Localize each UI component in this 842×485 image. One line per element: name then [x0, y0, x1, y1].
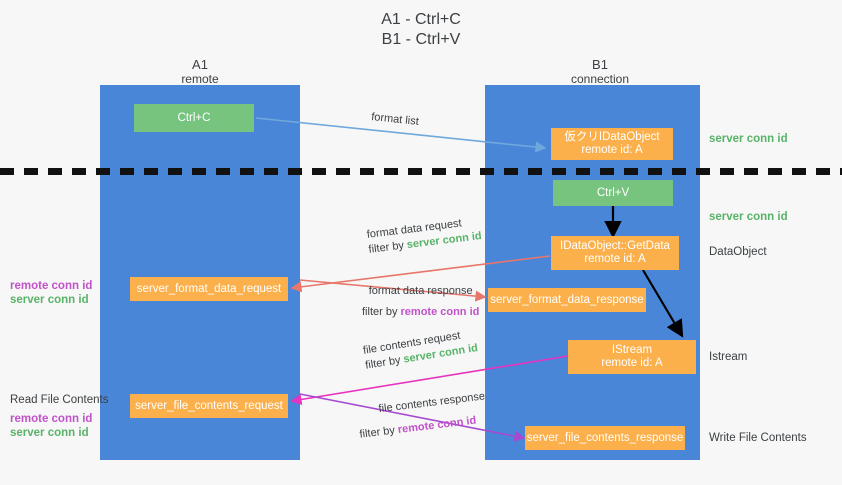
label-remote-conn-id-1: remote conn id: [10, 280, 93, 292]
box-server-format-data-response[interactable]: server_format_data_response: [488, 288, 646, 312]
box-ctrl-c-label: Ctrl+C: [177, 111, 211, 124]
column-header-a1-sub: remote: [181, 72, 219, 86]
label-server-conn-id-2: server conn id: [10, 427, 89, 439]
box-istream-line2: remote id: A: [601, 357, 663, 369]
diagram-title: A1 - Ctrl+C B1 - Ctrl+V: [0, 10, 842, 50]
box-ctrl-v-label: Ctrl+V: [596, 186, 630, 199]
caption-filter-value-remote-conn-id: remote conn id: [400, 306, 480, 318]
label-server-conn-id-mid: server conn id: [709, 211, 788, 223]
column-header-a1: A1 remote: [140, 57, 260, 87]
label-dataobject: DataObject: [709, 246, 767, 258]
box-server-format-data-request[interactable]: server_format_data_request: [130, 277, 288, 301]
caption-filter-prefix-4: filter by: [358, 424, 399, 441]
column-header-b1-name: B1: [592, 57, 608, 72]
caption-format-data-response: format data response filter by remote co…: [362, 284, 479, 320]
label-server-conn-id-1: server conn id: [10, 294, 89, 306]
box-istream[interactable]: IStream remote id: A: [568, 340, 696, 374]
title-line-2: B1 - Ctrl+V: [381, 31, 461, 48]
caption-file-contents-response-line1: file contents response: [377, 390, 486, 416]
box-server-format-data-response-label: server_format_data_response: [490, 293, 644, 306]
title-line-1: A1 - Ctrl+C: [381, 11, 461, 28]
caption-format-list: format list: [370, 110, 420, 128]
label-read-file-contents: Read File Contents: [10, 394, 109, 406]
box-server-file-contents-request[interactable]: server_file_contents_request: [130, 394, 288, 418]
box-idataobject-line2: remote id: A: [581, 144, 643, 156]
caption-filter-prefix-2: filter by: [362, 306, 401, 318]
box-istream-line1: IStream: [611, 344, 653, 356]
box-ctrl-c[interactable]: Ctrl+C: [134, 104, 254, 132]
caption-file-contents-response-line2: filter by remote conn id: [359, 412, 489, 443]
box-idataobject-line1: 仮クリIDataObject: [564, 131, 660, 143]
caption-filter-prefix: filter by: [367, 239, 408, 256]
caption-file-contents-response: file contents response filter by remote …: [356, 389, 489, 442]
column-header-b1-sub: connection: [570, 72, 630, 86]
phase-separator: [0, 168, 842, 175]
box-server-file-contents-request-label: server_file_contents_request: [135, 399, 283, 412]
caption-format-data-response-line1: format data response: [368, 285, 473, 297]
box-getdata-line1: IDataObject::GetData: [560, 240, 670, 252]
box-server-file-contents-response-label: server_file_contents_response: [526, 431, 684, 444]
box-getdata-line2: remote id: A: [584, 253, 646, 265]
box-idataobject[interactable]: 仮クリIDataObject remote id: A: [551, 128, 673, 160]
box-server-format-data-request-label: server_format_data_request: [136, 282, 282, 295]
caption-filter-value-remote-conn-id-2: remote conn id: [397, 414, 477, 437]
label-remote-conn-id-2: remote conn id: [10, 413, 93, 425]
label-server-conn-id-top: server conn id: [709, 133, 788, 145]
label-write-file-contents: Write File Contents: [709, 432, 807, 444]
caption-format-data-request: format data request filter by server con…: [366, 214, 483, 258]
label-istream: Istream: [709, 351, 748, 363]
caption-format-data-response-line2: filter by remote conn id: [362, 305, 479, 320]
column-header-b1: B1 connection: [540, 57, 660, 87]
box-server-file-contents-response[interactable]: server_file_contents_response: [525, 426, 685, 450]
box-ctrl-v[interactable]: Ctrl+V: [553, 180, 673, 206]
caption-file-contents-request: file contents request filter by server c…: [362, 326, 479, 373]
column-header-a1-name: A1: [192, 57, 208, 72]
box-idataobject-getdata[interactable]: IDataObject::GetData remote id: A: [551, 236, 679, 270]
